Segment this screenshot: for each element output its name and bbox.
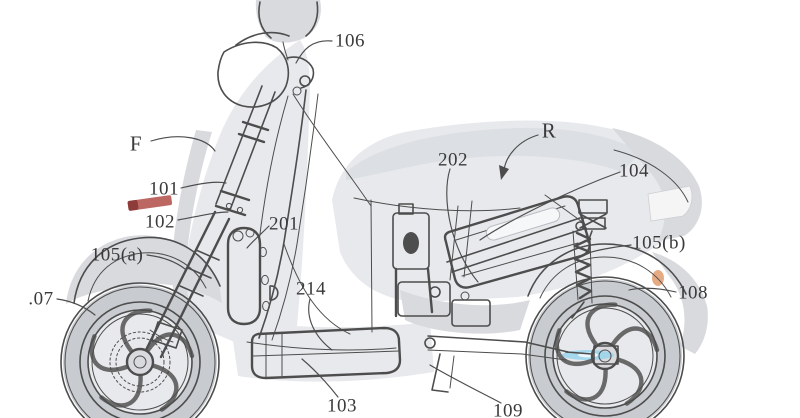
tail-bracket-drawing xyxy=(578,199,608,243)
leader-104 xyxy=(479,171,621,241)
ref-label-105b: 105(b) xyxy=(632,232,686,254)
ref-label-214: 214 xyxy=(296,278,326,300)
leader-106 xyxy=(295,40,333,64)
rear-fender-drawing xyxy=(527,243,687,299)
leader-lines xyxy=(56,40,677,404)
ref-label-103: 103 xyxy=(327,395,357,417)
leader-R xyxy=(503,134,539,171)
floorboard-photo xyxy=(230,320,434,382)
rear-wheel-drawing xyxy=(525,276,685,418)
seat-top-photo xyxy=(346,127,641,180)
leader-101 xyxy=(180,181,227,189)
steering-column-drawing xyxy=(214,85,276,217)
reservoir-cylinder-drawing xyxy=(226,226,279,326)
leader-202 xyxy=(446,168,479,283)
leader-201 xyxy=(246,225,270,249)
front-wheel-drawing xyxy=(60,282,220,418)
ref-label-201: 201 xyxy=(269,213,299,235)
ref-label-106: 106 xyxy=(335,30,365,52)
ref-label-108: 108 xyxy=(678,282,708,304)
leader-109 xyxy=(429,364,502,404)
ref-label-102: 102 xyxy=(145,211,175,233)
ref-label-104: 104 xyxy=(619,160,649,182)
arrowhead-R xyxy=(499,165,509,180)
mirror-handlebar-drawing xyxy=(217,1,319,108)
leader-F xyxy=(150,136,216,152)
ref-label-F: F xyxy=(129,131,143,156)
leader-108 xyxy=(628,287,677,293)
leader-103 xyxy=(301,358,339,398)
front-hub-photo xyxy=(126,348,154,376)
floor-battery-box-drawing xyxy=(246,326,402,380)
ref-label-R: R xyxy=(541,118,557,143)
ref-label-202: 202 xyxy=(438,149,468,171)
leader-102 xyxy=(177,211,229,221)
ref-label-105a: 105(a) xyxy=(90,244,144,266)
leader-105b xyxy=(587,244,632,254)
ref-label-109: 109 xyxy=(493,400,523,418)
rear-shock-drawing xyxy=(571,221,593,319)
center-bracket-drawing xyxy=(370,199,491,333)
line-drawing xyxy=(56,1,689,418)
rear-fender-photo xyxy=(652,252,708,354)
brand-logo-red xyxy=(127,195,173,211)
ref-label-07: .07 xyxy=(28,288,54,310)
leader-105a xyxy=(146,254,186,270)
under-seat-shadow xyxy=(400,290,530,334)
front-fender-drawing xyxy=(73,236,221,304)
leader-214 xyxy=(308,298,333,351)
leader-07 xyxy=(56,298,96,316)
taillight-photo xyxy=(647,185,693,222)
ref-label-101: 101 xyxy=(149,178,179,200)
